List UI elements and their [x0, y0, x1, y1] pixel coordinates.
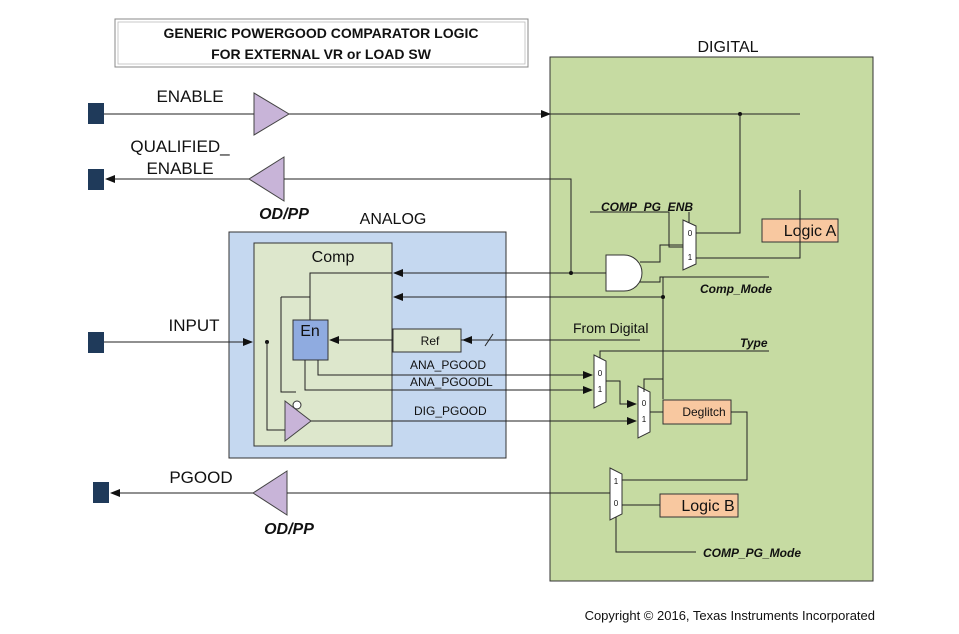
type-label: Type [740, 336, 768, 350]
enable-buffer-icon [253, 92, 290, 136]
en-block [292, 319, 329, 361]
qualified-enable-label-2: ENABLE [146, 159, 213, 178]
svg-text:1: 1 [614, 477, 619, 486]
enable-label: ENABLE [156, 87, 223, 106]
qualified-enable-pin [88, 169, 104, 190]
comp-mode-label: Comp_Mode [700, 282, 772, 296]
svg-text:1: 1 [642, 415, 647, 424]
deglitch-label: Deglitch [682, 405, 725, 419]
qualified-enable-label-1: QUALIFIED_ [130, 137, 230, 156]
copyright-text: Copyright © 2016, Texas Instruments Inco… [585, 608, 875, 623]
ana-pgoodl-label: ANA_PGOODL [410, 375, 493, 389]
title-line-2: FOR EXTERNAL VR or LOAD SW [211, 46, 432, 62]
mux-comp-pg-enb: 0 1 [682, 219, 697, 271]
comp-pg-enb-label: COMP_PG_ENB [601, 200, 693, 214]
mux-comp-pg-mode: 1 0 [609, 467, 623, 521]
pgood-pin [93, 482, 109, 503]
svg-text:0: 0 [688, 229, 693, 238]
mux-comp-mode: 0 1 [637, 385, 651, 439]
input-label: INPUT [169, 316, 220, 335]
input-pin [88, 332, 104, 353]
ana-pgood-label: ANA_PGOOD [410, 358, 486, 372]
ref-label: Ref [421, 334, 440, 348]
inverter-bubble-icon [292, 400, 302, 410]
svg-text:0: 0 [642, 399, 647, 408]
comp-pg-mode-label: COMP_PG_Mode [703, 546, 801, 560]
digital-label: DIGITAL [697, 39, 758, 56]
analog-label: ANALOG [360, 211, 427, 228]
dig-pgood-label: DIG_PGOOD [414, 404, 487, 418]
enable-pin [88, 103, 104, 124]
qualified-enable-buffer-icon [248, 156, 285, 202]
mux-type: 0 1 [593, 354, 607, 409]
pgood-label: PGOOD [169, 468, 232, 487]
comparator-icon [284, 399, 312, 443]
svg-text:0: 0 [614, 499, 619, 508]
en-label: En [300, 323, 320, 340]
comp-label: Comp [312, 249, 355, 266]
odpp-top-label: OD/PP [259, 206, 309, 223]
pgood-buffer-icon [252, 470, 288, 516]
title-box: GENERIC POWERGOOD COMPARATOR LOGIC FOR E… [114, 18, 529, 68]
odpp-bottom-label: OD/PP [264, 521, 314, 538]
svg-text:0: 0 [598, 369, 603, 378]
logic-a-label: Logic A [784, 223, 837, 240]
wires [104, 110, 801, 553]
from-digital-label: From Digital [573, 320, 648, 336]
svg-text:1: 1 [598, 385, 603, 394]
title-line-1: GENERIC POWERGOOD COMPARATOR LOGIC [163, 25, 478, 41]
and-gate-icon [605, 254, 643, 292]
logic-b-label: Logic B [681, 498, 734, 515]
svg-text:1: 1 [688, 253, 693, 262]
